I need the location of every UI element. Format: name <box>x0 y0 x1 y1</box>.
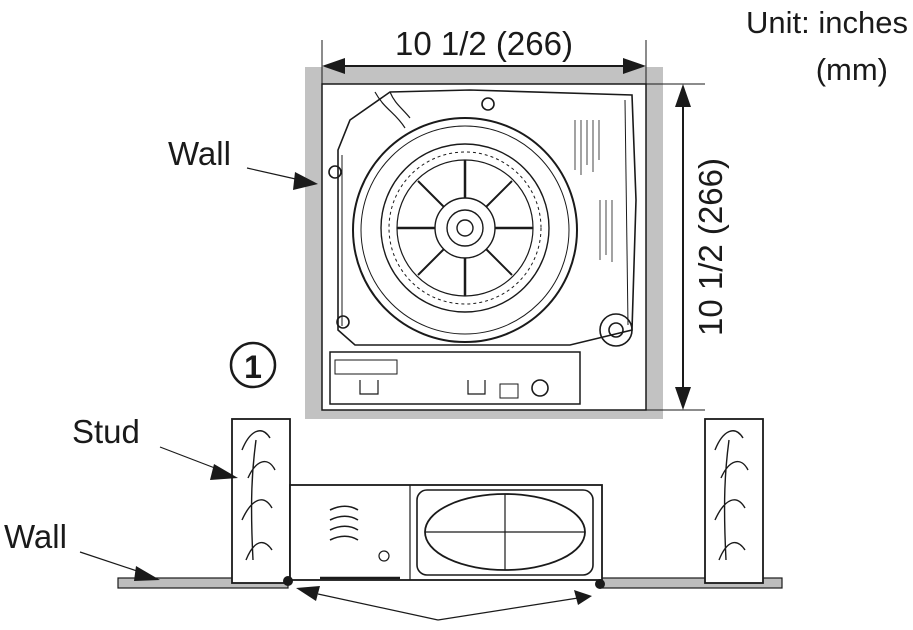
width-dimension-label: 10 1/2 (266) <box>395 25 573 62</box>
wall-pointer-arrow-bottom <box>134 566 160 581</box>
top-view: 10 1/2 (266) 10 1/2 (266) Unit: inches (… <box>168 5 908 419</box>
unit-label-line1: Unit: inches <box>746 5 908 40</box>
housing-section <box>289 484 603 581</box>
step-marker: 1 <box>229 341 277 389</box>
width-dimension: 10 1/2 (266) <box>321 25 647 84</box>
wall-label-bottom: Wall <box>4 518 67 555</box>
fan-housing <box>328 89 637 405</box>
unit-label-line2: (mm) <box>816 52 888 87</box>
stud-right <box>704 418 764 584</box>
flange-arrow-right <box>574 590 592 605</box>
wall-opening <box>321 83 647 411</box>
flange-point-left <box>283 576 293 586</box>
step-number: 1 <box>244 349 262 385</box>
flange-point-right <box>595 579 605 589</box>
height-dimension: 10 1/2 (266) <box>646 83 729 411</box>
flange-arrow-left <box>296 586 320 601</box>
wall-pointer-arrow <box>293 172 318 190</box>
wall-label-top: Wall <box>168 135 231 172</box>
stud-left <box>231 418 291 584</box>
stud-label: Stud <box>72 413 140 450</box>
stud-pointer-arrow <box>210 464 238 480</box>
section-view: Stud Wall <box>4 413 783 621</box>
height-dimension-label: 10 1/2 (266) <box>692 158 729 336</box>
